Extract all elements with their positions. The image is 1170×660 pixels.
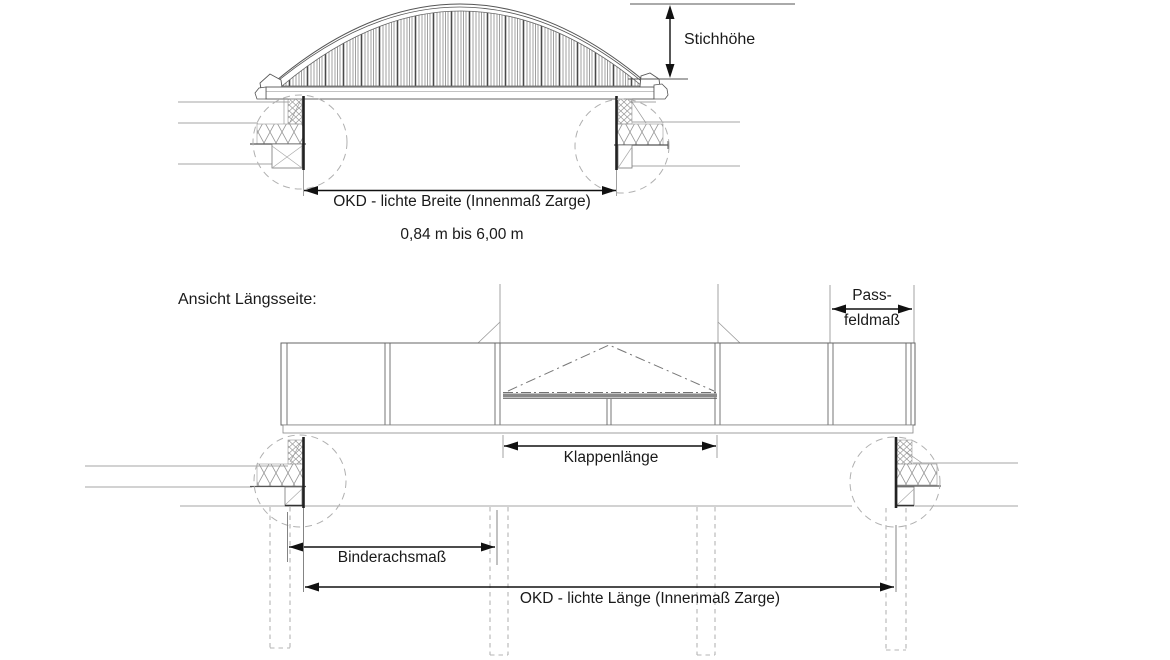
- ventilation-flap: [503, 344, 717, 425]
- label-ansicht-laengsseite: Ansicht Längsseite:: [178, 291, 317, 308]
- dimension-binderachsmass: [287, 510, 498, 565]
- label-okd-lichte-laenge: OKD - lichte Länge (Innenmaß Zarge): [519, 590, 781, 607]
- cross-section-drawing: [178, 3, 795, 196]
- label-passfeldmass-line1: Pass-: [852, 287, 892, 304]
- base-rail: [254, 83, 669, 100]
- dome-arc: [259, 3, 662, 96]
- dashed-columns: [269, 507, 907, 656]
- label-binderachsmass: Binderachsmaß: [337, 549, 447, 566]
- label-stichhoehe: Stichhöhe: [684, 31, 756, 48]
- right-curb-detail-bottom: [849, 436, 941, 528]
- elevation-body: [280, 342, 916, 434]
- label-klappenlaenge: Klappenlänge: [563, 449, 659, 466]
- label-breite-range: 0,84 m bis 6,00 m: [400, 226, 524, 243]
- dimension-okd-laenge: [303, 508, 897, 592]
- flap-extension-lines: [477, 284, 741, 344]
- roof-lines: [85, 462, 1018, 507]
- dimension-okd-breite: [304, 186, 616, 195]
- label-okd-lichte-breite: OKD - lichte Breite (Innenmaß Zarge): [333, 193, 591, 210]
- left-curb-detail: [178, 94, 348, 196]
- dimension-klappenlaenge: [502, 435, 718, 458]
- side-view-drawing: [85, 284, 1018, 656]
- left-curb-detail-bottom: [250, 434, 347, 528]
- dimension-passfeld: [829, 285, 915, 343]
- right-curb-detail: [574, 96, 740, 196]
- label-passfeldmass-line2: feldmaß: [844, 312, 900, 329]
- dimension-stichhoehe: [628, 3, 795, 80]
